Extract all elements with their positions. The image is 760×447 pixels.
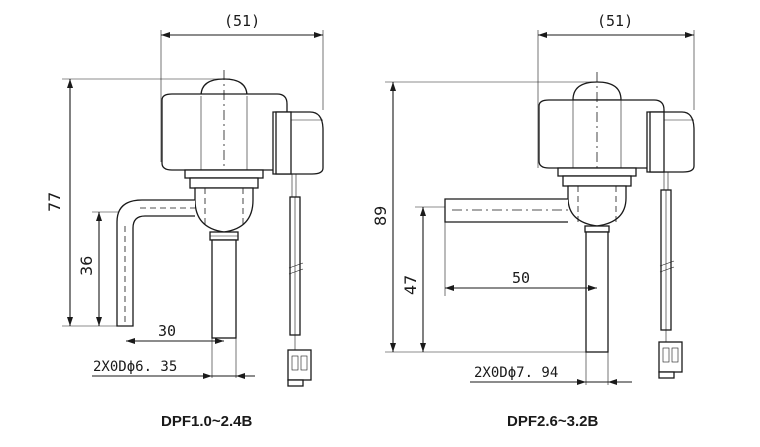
straight-pipe xyxy=(211,239,237,378)
outlet-height-dimension: 36 xyxy=(77,211,140,326)
width-dimension: (51) xyxy=(160,12,324,162)
straight-pipe xyxy=(585,231,609,385)
lead-wire xyxy=(287,174,312,387)
outlet-height-label: 47 xyxy=(401,275,420,295)
connector-box xyxy=(646,111,695,173)
lead-wire xyxy=(658,172,683,379)
height-label: 77 xyxy=(45,192,64,212)
valve-drawing-dpf2: (51) 89 47 xyxy=(371,12,695,430)
od-label: 2X0Dϕ6. 35 xyxy=(93,359,177,375)
outlet-offset-dimension: 50 xyxy=(444,222,597,296)
width-label: (51) xyxy=(597,12,633,30)
outlet-height-label: 36 xyxy=(77,256,96,276)
valve-body xyxy=(557,167,637,233)
width-dimension: (51) xyxy=(537,12,695,168)
outlet-offset-dimension: 30 xyxy=(126,322,224,344)
od-leader: 2X0Dϕ6. 35 xyxy=(92,359,255,379)
connector-box xyxy=(272,111,324,175)
valve-drawing-dpf1: (51) 77 36 xyxy=(45,12,324,430)
outlet-offset-label: 30 xyxy=(158,322,176,340)
outlet-height-dimension: 47 xyxy=(401,206,445,352)
height-dimension: 77 xyxy=(45,78,230,327)
valve-body xyxy=(184,169,264,241)
height-dimension: 89 xyxy=(371,81,600,353)
model-caption: DPF1.0~2.4B xyxy=(161,413,252,430)
height-label: 89 xyxy=(371,206,390,226)
model-caption: DPF2.6~3.2B xyxy=(507,413,598,430)
od-leader: 2X0Dϕ7. 94 xyxy=(470,365,632,385)
elbow-pipe xyxy=(116,199,195,327)
width-label: (51) xyxy=(224,12,260,30)
od-label: 2X0Dϕ7. 94 xyxy=(474,365,558,381)
horizontal-pipe xyxy=(444,198,568,223)
outlet-offset-label: 50 xyxy=(512,269,530,287)
